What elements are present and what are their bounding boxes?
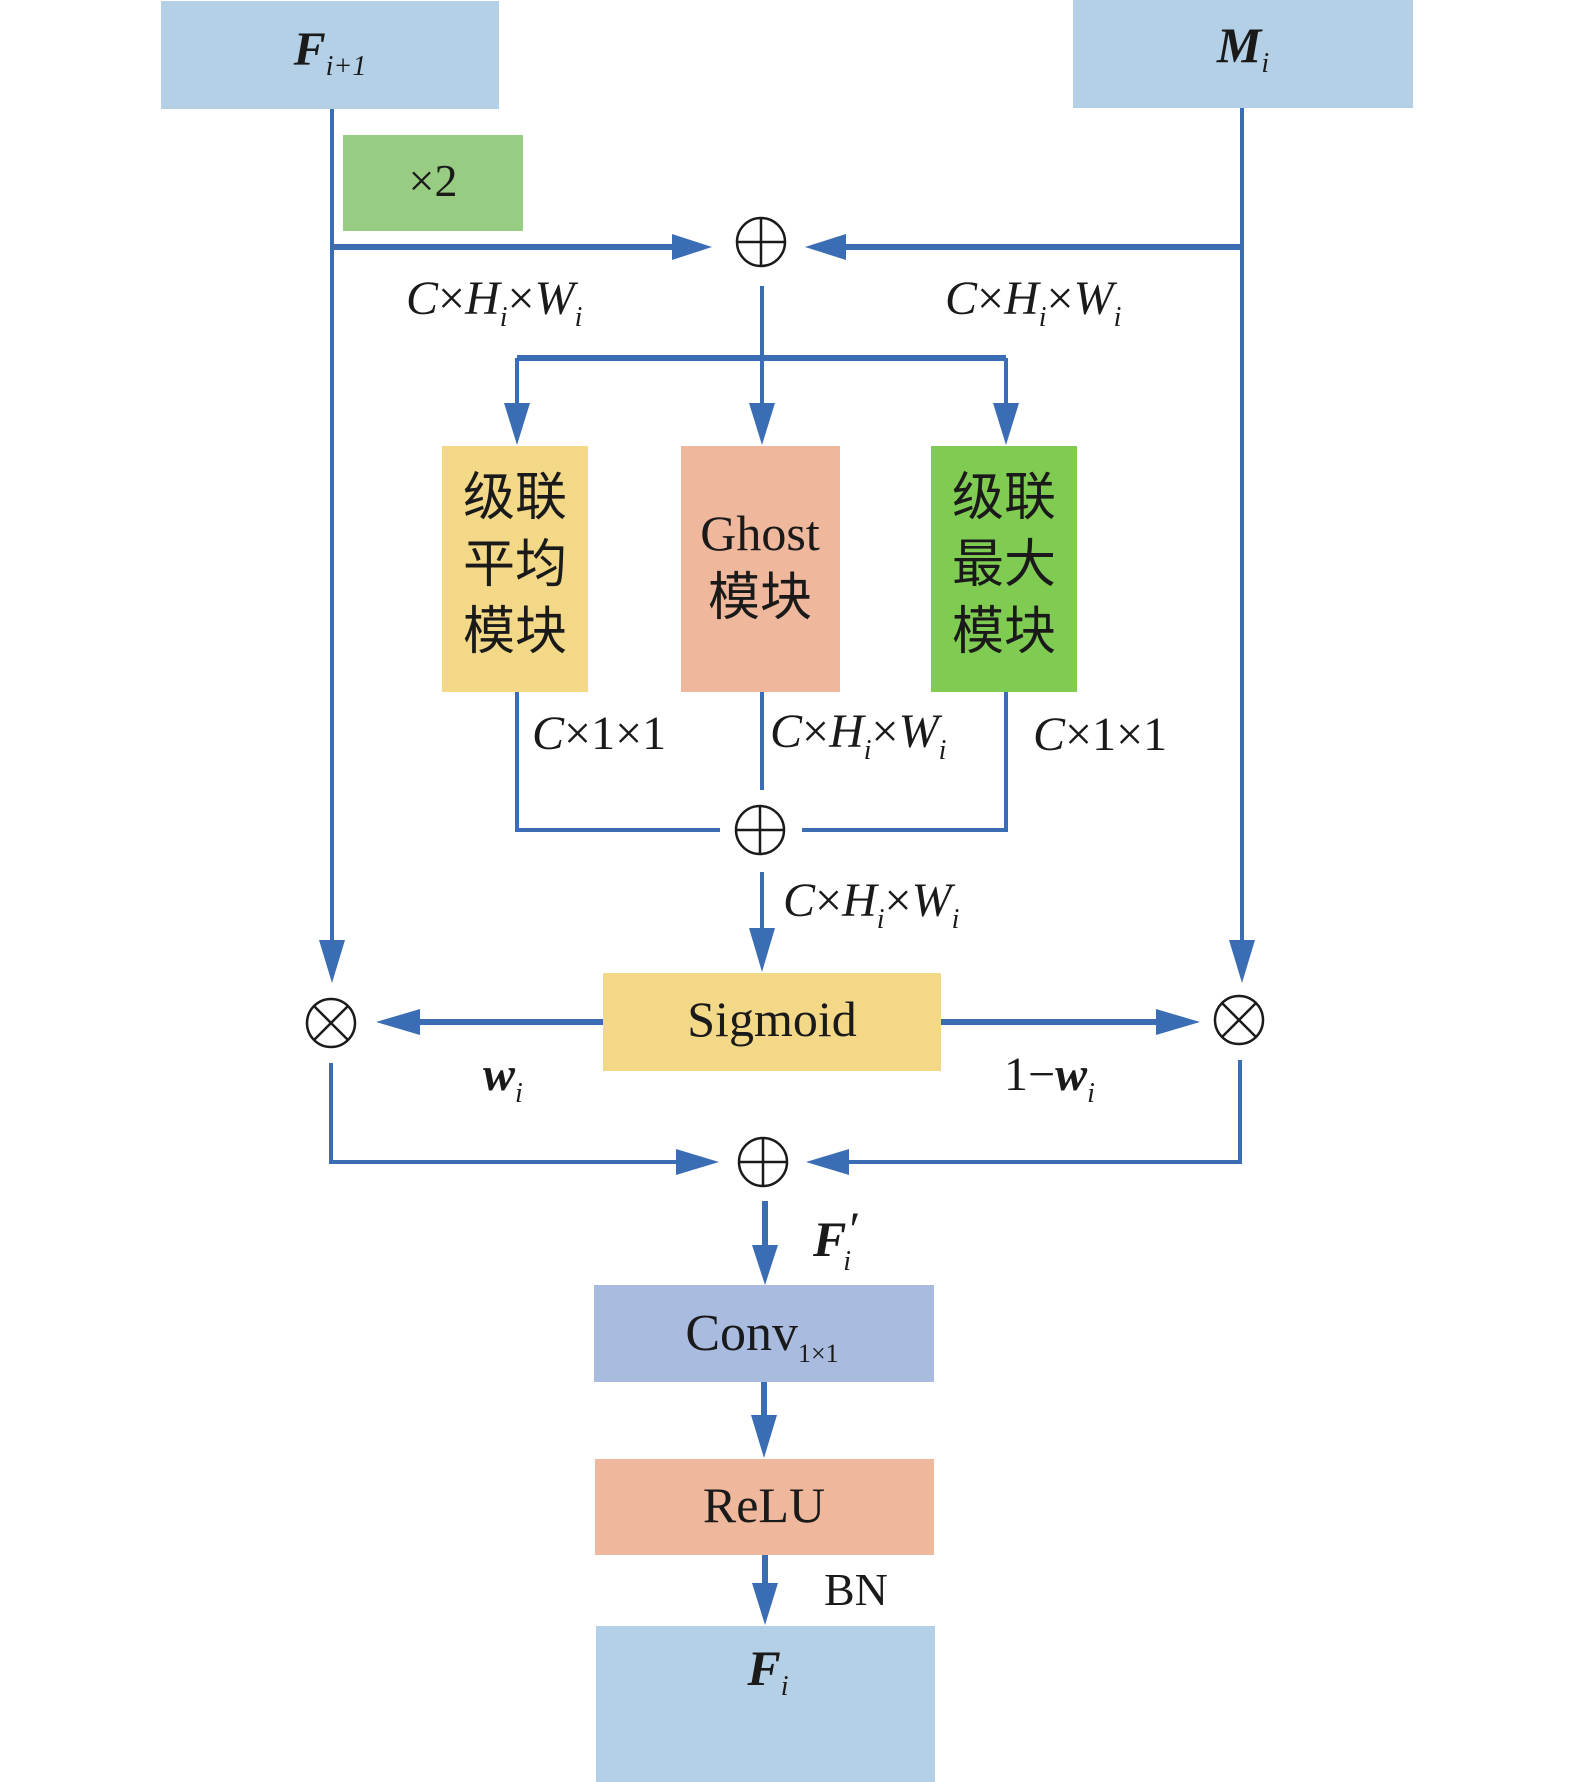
arrowhead-down-icon <box>504 403 530 445</box>
bn-label: BN <box>824 1564 888 1615</box>
m-main: M <box>1216 17 1263 73</box>
input-m-box: Mi <box>1073 0 1413 108</box>
arrowhead-right-icon <box>1156 1009 1200 1035</box>
arrowhead-down-icon <box>1229 940 1255 983</box>
arrowhead-down-icon <box>319 940 345 983</box>
ghost-line-2: 模块 <box>708 570 812 627</box>
dim-label-avg-output: C×1×1 <box>532 707 666 760</box>
max-line-1: 级联 <box>952 470 1056 527</box>
fused-feature-label: F′i <box>812 1201 858 1277</box>
relu-label: ReLU <box>703 1477 825 1533</box>
svg-text:Mi: Mi <box>1216 17 1269 79</box>
relu-box: ReLU <box>595 1459 934 1555</box>
cascade-avg-module-box: 级联 平均 模块 <box>442 446 588 692</box>
left-multiply-icon <box>305 997 357 1049</box>
m-sub: i <box>1261 48 1269 79</box>
arrowheads <box>319 234 1255 1625</box>
f-next-sub: i+1 <box>326 51 367 82</box>
upsample-label: ×2 <box>409 155 458 206</box>
dim-label-right-input: C×Hi×Wi <box>945 272 1121 333</box>
ghost-module-box: Ghost 模块 <box>681 446 840 692</box>
avg-to-mid-add-line <box>515 692 720 832</box>
top-add-icon <box>735 216 787 268</box>
arrowhead-down-icon <box>993 403 1019 445</box>
connections <box>329 108 1244 1586</box>
right-multiply-icon <box>1213 994 1265 1046</box>
arrowhead-down-icon <box>749 403 775 445</box>
avg-line-3: 模块 <box>463 604 567 661</box>
dim-label-left-input: C×Hi×Wi <box>406 272 582 333</box>
upsample-box: ×2 <box>343 135 523 231</box>
dim-label-ghost-output: C×Hi×Wi <box>770 705 946 766</box>
avg-line-1: 级联 <box>463 470 567 527</box>
dim-label-max-output: C×1×1 <box>1033 708 1167 761</box>
output-sub: i <box>781 1671 789 1702</box>
arrowhead-down-icon <box>751 1415 777 1458</box>
arrowhead-left-icon <box>376 1009 420 1035</box>
conv-sub: 1×1 <box>798 1339 839 1368</box>
sigmoid-box: Sigmoid <box>603 973 941 1071</box>
f-next-main: F <box>293 23 326 76</box>
max-line-2: 最大 <box>952 537 1056 594</box>
input-f-next-box: Fi+1 <box>161 1 499 109</box>
arrowhead-left-icon <box>805 234 846 260</box>
sigmoid-label: Sigmoid <box>687 991 856 1047</box>
arrowhead-left-icon <box>806 1149 849 1175</box>
max-to-mid-add-line <box>802 692 1008 832</box>
cascade-max-module-box: 级联 最大 模块 <box>931 446 1077 692</box>
arrowhead-down-icon <box>752 1583 778 1625</box>
max-line-3: 模块 <box>952 604 1056 661</box>
weight-label-right: 1−wi <box>1004 1048 1095 1109</box>
left-mul-to-bottom-add-line <box>329 1063 680 1164</box>
right-mul-to-bottom-add-line <box>845 1060 1242 1164</box>
svg-text:Fi: Fi <box>746 1640 788 1702</box>
svg-text:Conv1×1: Conv1×1 <box>685 1305 838 1368</box>
output-main: F <box>746 1640 780 1696</box>
arrowhead-down-icon <box>752 1245 778 1285</box>
avg-line-2: 平均 <box>463 537 567 594</box>
weight-label-left: wi <box>483 1048 523 1109</box>
conv-box: Conv1×1 <box>594 1285 934 1382</box>
ghost-line-1: Ghost <box>700 505 820 561</box>
middle-add-icon <box>734 804 786 856</box>
output-f-box: Fi <box>596 1626 935 1782</box>
bottom-add-icon <box>737 1136 789 1188</box>
arrowhead-right-icon <box>672 234 712 260</box>
arrowhead-right-icon <box>676 1149 719 1175</box>
arrowhead-down-icon <box>749 928 775 972</box>
svg-text:Fi+1: Fi+1 <box>293 23 367 82</box>
dim-label-sum-output: C×Hi×Wi <box>783 874 959 935</box>
conv-label: Conv <box>685 1305 798 1362</box>
